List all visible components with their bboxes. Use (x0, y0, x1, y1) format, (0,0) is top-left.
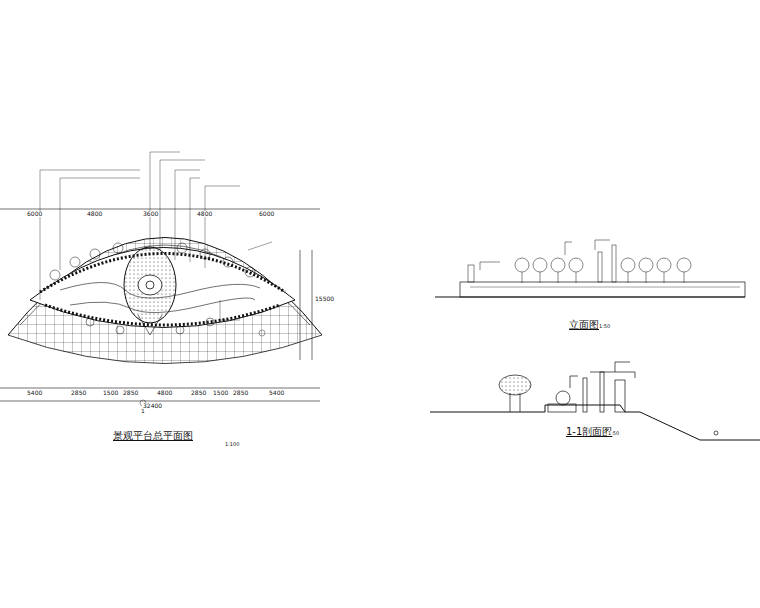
drawing-title: 景观平台总平面图 (112, 431, 194, 441)
dimension: 15500 (314, 296, 335, 302)
drawing-title: 立面图 (568, 320, 600, 330)
dimension: 2850 (190, 390, 207, 396)
dimension: 1500 (102, 390, 119, 396)
scale-note: 1:100 (224, 442, 240, 447)
dimension: 2850 (70, 390, 87, 396)
dimension: 5400 (26, 390, 43, 396)
dimension: 3600 (142, 211, 159, 217)
dimension: 2850 (122, 390, 139, 396)
dimension: 6000 (26, 211, 43, 217)
dimension: 4800 (86, 211, 103, 217)
dimension: 6000 (258, 211, 275, 217)
dimension: 4800 (156, 390, 173, 396)
dimension: 32400 (142, 403, 163, 409)
scale-note: 1:50 (607, 431, 620, 436)
scale-note: 1:50 (598, 324, 611, 329)
elevation (435, 240, 745, 297)
dimension: 1500 (212, 390, 229, 396)
dimension: 5400 (268, 390, 285, 396)
dimension: 2850 (232, 390, 249, 396)
section (430, 362, 760, 440)
site-plan (0, 150, 340, 410)
dimension: 4800 (196, 211, 213, 217)
